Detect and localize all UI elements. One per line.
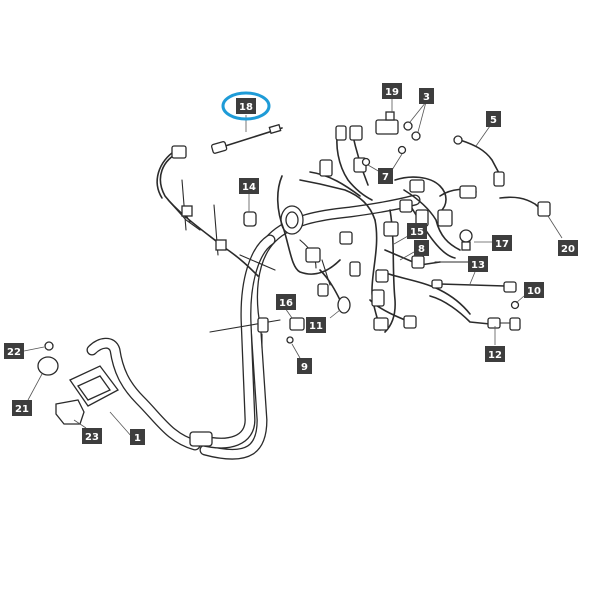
highlight-ring [221,91,271,121]
callout-20[interactable]: 20 [558,240,578,256]
part-13-lead[interactable] [431,271,517,293]
callout-18[interactable]: 18 [236,98,256,114]
part-22-screw[interactable] [23,341,54,352]
callout-23[interactable]: 23 [82,428,102,444]
callout-5-label: 5 [490,115,497,126]
callout-11[interactable]: 11 [306,317,326,333]
part-20-sensor[interactable] [499,196,563,239]
callout-10-label: 10 [527,286,541,297]
callout-9-label: 9 [301,362,308,373]
callout-17-label: 17 [495,239,509,250]
callout-15-label: 15 [410,227,424,238]
callout-8-label: 8 [418,244,425,255]
callout-21-label: 21 [15,404,29,415]
ecu-module[interactable] [69,365,133,438]
callout-14[interactable]: 14 [239,178,259,194]
main-harness [86,194,421,460]
part-9-screw[interactable] [286,336,301,359]
part-23-bracket[interactable] [55,399,87,429]
callout-23-label: 23 [85,432,99,443]
callout-18-label: 18 [239,102,253,113]
callout-3[interactable]: 3 [419,88,434,104]
callout-22-label: 22 [7,347,21,358]
callout-7-label: 7 [382,172,389,183]
part-8-connector[interactable] [399,251,415,261]
center-wires [276,125,477,333]
callout-12[interactable]: 12 [485,346,505,362]
callout-16-label: 16 [279,298,293,309]
part-11-sensor[interactable] [329,296,351,319]
part-12-sensor[interactable] [429,295,521,345]
part-10-fastener[interactable] [510,295,525,310]
callout-20-label: 20 [561,244,575,255]
callout-19[interactable]: 19 [382,83,402,99]
callout-15[interactable]: 15 [407,223,427,239]
callout-12-label: 12 [488,350,502,361]
callout-1-label: 1 [134,433,141,444]
callout-22[interactable]: 22 [4,343,24,359]
part-15-connector[interactable] [393,235,409,245]
part-18-sensor-cable[interactable] [210,115,283,154]
callout-10[interactable]: 10 [524,282,544,298]
callout-1[interactable]: 1 [130,429,145,445]
callouts: 18 19 3 5 7 14 15 8 [4,83,578,445]
part-17-sensor[interactable] [459,229,492,251]
part-3-screws[interactable] [403,101,427,141]
left-branch-wires [156,145,281,349]
callout-13-label: 13 [471,260,485,271]
callout-13[interactable]: 13 [468,256,488,272]
callout-14-label: 14 [242,182,256,193]
part-7-fasteners[interactable] [361,145,407,173]
part-14-connector[interactable] [243,194,257,227]
part-16-sensor[interactable] [284,307,305,331]
callout-16[interactable]: 16 [276,294,296,310]
callout-7[interactable]: 7 [378,168,393,184]
callout-19-label: 19 [385,87,399,98]
callout-8[interactable]: 8 [414,240,429,256]
part-19-module[interactable] [375,98,399,135]
part-21-bracket[interactable] [27,356,59,401]
callout-21[interactable]: 21 [12,400,32,416]
callout-11-label: 11 [309,321,323,332]
callout-17[interactable]: 17 [492,235,512,251]
part-5-sensor[interactable] [453,125,505,187]
callout-9[interactable]: 9 [297,358,312,374]
callout-3-label: 3 [423,92,430,103]
callout-5[interactable]: 5 [486,111,501,127]
